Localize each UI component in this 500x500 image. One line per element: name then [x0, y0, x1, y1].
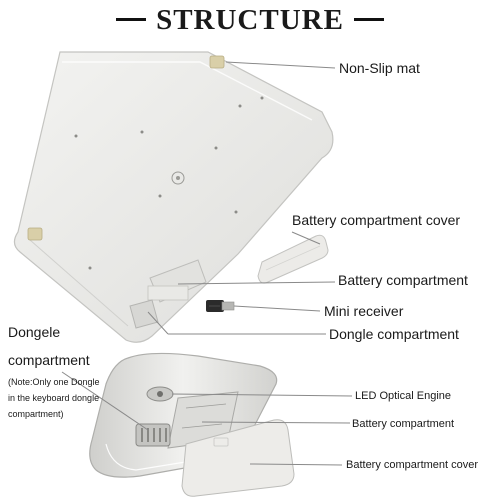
title-rule-right [353, 17, 384, 21]
label-dongle-line1: Dongele [8, 324, 61, 340]
leader-lines [61, 61, 353, 466]
leader-led-engine [171, 393, 353, 397]
label-dongle-line2: compartment [8, 352, 90, 368]
label-dongle-compartment: Dongle compartment [329, 326, 459, 342]
leader-battery-cover [291, 231, 321, 245]
keyboard-battery-cover [257, 234, 329, 284]
label-battery-compartment: Battery compartment [338, 272, 468, 288]
leader-battery-compartment [177, 281, 336, 285]
leader-mouse-battery [201, 421, 351, 424]
leader-non-slip-mat [225, 61, 336, 69]
mouse-battery-cover [181, 419, 295, 497]
title-text: STRUCTURE [156, 4, 344, 36]
mouse-battery-compartment [167, 391, 239, 449]
certification-mark [171, 171, 185, 185]
page-title: STRUCTURE [0, 2, 500, 38]
keyboard-body [13, 51, 334, 343]
mini-receiver [206, 300, 235, 312]
label-note-line1: (Note:Only one Dongle [8, 377, 100, 387]
keyboard-dongle-compartment [129, 299, 159, 329]
label-led-optical-engine: LED Optical Engine [355, 390, 451, 402]
leader-mini-receiver [233, 305, 321, 312]
screw-holes [74, 96, 264, 270]
label-mouse-battery: Battery compartment [352, 418, 455, 430]
keyboard-battery-compartment [147, 259, 207, 303]
leader-mouse-dongle [61, 371, 149, 431]
label-note-line2: in the keyboard dongle [8, 393, 100, 403]
leader-dongle-compartment [147, 311, 169, 335]
label-non-slip-mat: Non-Slip mat [339, 60, 420, 76]
mouse-dongle-slot [135, 423, 171, 447]
leader-mouse-battery-cover [249, 463, 343, 466]
label-mouse-battery-cover: Battery compartment cover [346, 459, 479, 471]
label-mini-receiver: Mini receiver [324, 303, 404, 319]
title-rule-left [116, 17, 147, 21]
label-battery-cover: Battery compartment cover [292, 212, 461, 228]
label-note-line3: compartment) [8, 409, 64, 419]
mouse-led-optical-engine [146, 386, 174, 402]
non-slip-pad-bottom [27, 227, 43, 241]
non-slip-pad-top [209, 55, 225, 69]
